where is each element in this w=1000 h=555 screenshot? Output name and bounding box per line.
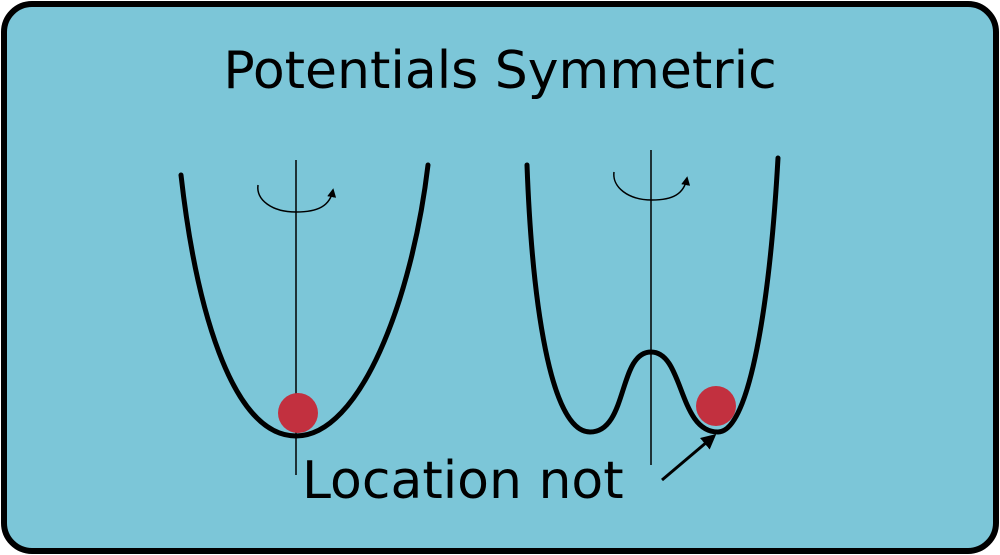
double-well-potential-curve xyxy=(524,155,781,435)
annotation-label: Location not xyxy=(302,451,624,511)
double-well-rotation-arrow-icon xyxy=(613,171,691,201)
single-well-rotation-arrow-icon xyxy=(257,184,337,213)
double-well-diagram xyxy=(524,150,781,465)
diagram-title: Potentials Symmetric xyxy=(223,41,776,101)
single-well-ball xyxy=(278,393,318,433)
single-well-potential-curve xyxy=(178,162,431,439)
double-well-ball xyxy=(696,386,736,426)
annotation-arrow-icon xyxy=(661,434,717,482)
single-well-diagram xyxy=(178,160,431,475)
